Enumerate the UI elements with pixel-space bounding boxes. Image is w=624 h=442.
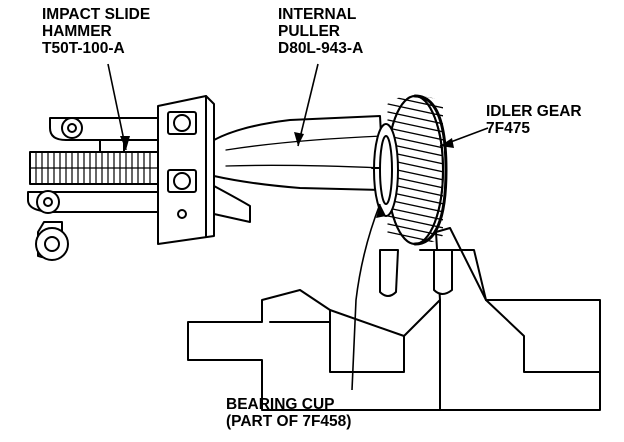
transmission-case (187, 227, 601, 411)
puller-label-line-1: INTERNAL (278, 6, 357, 23)
impact-slide-hammer-label: IMPACT SLIDE HAMMER T50T-100-A (42, 6, 150, 57)
idler-arrowhead (440, 138, 454, 148)
cup-label-line-2: (PART OF 7F458) (226, 413, 352, 430)
hammer-label-line-2: HAMMER (42, 23, 112, 40)
bearing-cup-label: BEARING CUP (PART OF 7F458) (226, 396, 351, 430)
cup-label-line-1: BEARING CUP (226, 396, 335, 413)
puller-part-number: D80L-943-A (278, 40, 364, 57)
puller-leader (297, 63, 319, 147)
slide-hammer-weight (29, 151, 161, 185)
puller-arrowhead (294, 132, 304, 146)
hammer-leader (107, 63, 127, 151)
hammer-arrowhead (120, 136, 130, 150)
puller-shaft (213, 115, 385, 223)
idler-gear (386, 94, 448, 246)
case-bosses (379, 249, 453, 297)
hammer-part-number: T50T-100-A (42, 40, 125, 57)
cup-arrowhead (376, 204, 386, 218)
idler-gear-label: IDLER GEAR 7F475 (486, 103, 582, 137)
idler-label-line-1: IDLER GEAR (486, 103, 582, 120)
slide-hammer-frame (27, 117, 161, 261)
idler-part-number: 7F475 (486, 120, 530, 137)
internal-puller-label: INTERNAL PULLER D80L-943-A (278, 6, 363, 57)
puller-label-line-2: PULLER (278, 23, 340, 40)
cup-leader (351, 203, 381, 391)
hammer-label-line-1: IMPACT SLIDE (42, 6, 151, 23)
clamp-block (157, 95, 215, 245)
arrowheads (120, 132, 454, 218)
